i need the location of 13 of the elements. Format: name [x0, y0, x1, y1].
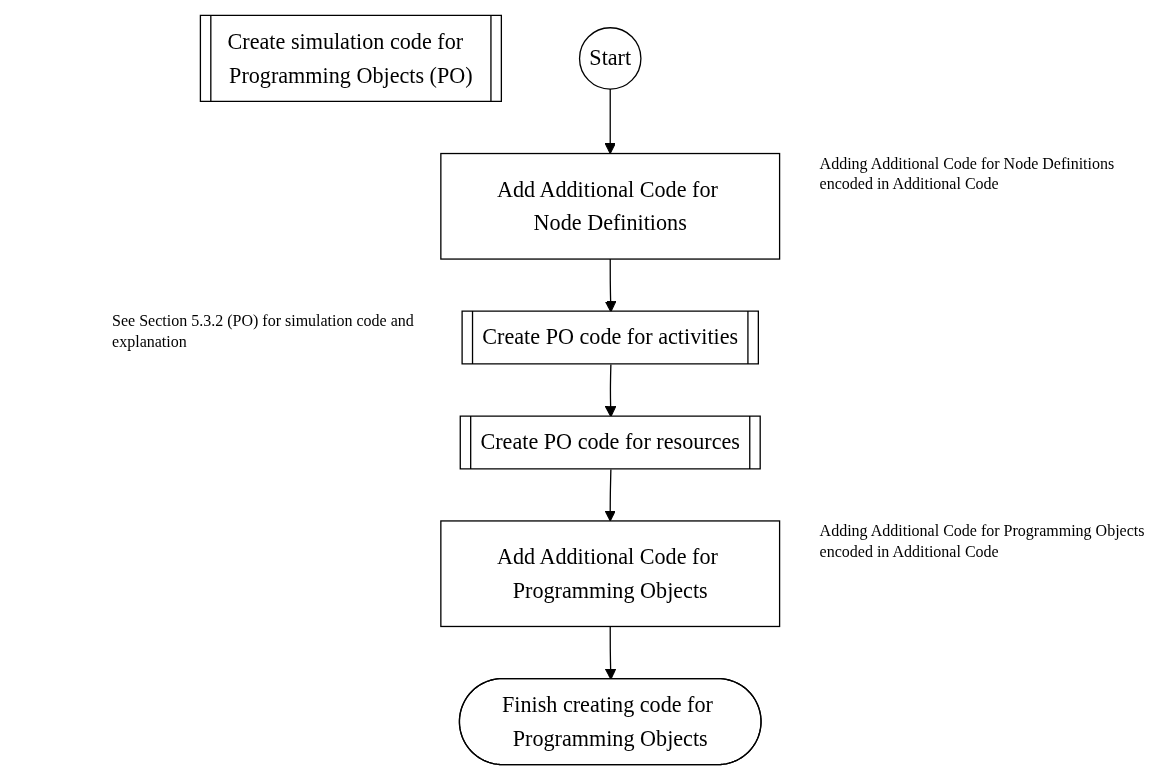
- annotation-text: Adding Additional Code for Programming Objects encoded in Additional Code: [819, 520, 1146, 562]
- process-box: Finish creating code for Programming Objects: [458, 677, 762, 766]
- process-box: Create PO code for resources: [459, 415, 761, 470]
- arrow: [604, 625, 617, 680]
- annotation-text: See Section 5.3.2 (PO) for simulation code and explanation: [112, 311, 415, 353]
- arrow: [604, 468, 616, 522]
- annotation-text: Adding Additional Code for Node Definitions encoded in Additional Code: [819, 153, 1116, 195]
- process-box: Create simulation code for Programming Objects (PO): [199, 14, 502, 103]
- process-box: Add Additional Code for Node Definitions: [440, 152, 781, 260]
- arrow: [604, 88, 616, 155]
- process-box: Create PO code for activities: [461, 310, 759, 365]
- process-box: Start: [578, 27, 642, 90]
- process-box: Add Additional Code for Programming Objects: [440, 520, 781, 628]
